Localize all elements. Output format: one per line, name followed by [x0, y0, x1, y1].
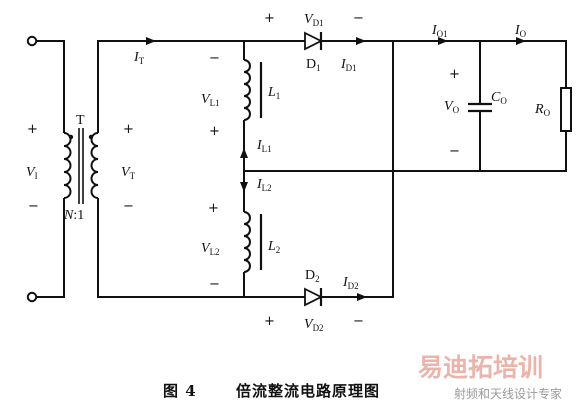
- secondary-wire-bottom: [97, 198, 244, 298]
- primary-wire-top: [36, 40, 65, 133]
- secondary-coil: [90, 132, 99, 199]
- vl2-minus-sign: −: [209, 277, 220, 292]
- input-terminal-bottom: [26, 291, 38, 303]
- d2-label: D2: [305, 268, 320, 284]
- id1-label: ID1: [340, 57, 357, 73]
- id1-current-arrow: [356, 37, 366, 45]
- watermark-brand: 易迪拓培训: [418, 353, 543, 382]
- id2-label: ID2: [342, 275, 359, 291]
- vi-plus-sign: +: [27, 122, 38, 137]
- vl2-plus-sign: +: [208, 201, 219, 216]
- turns-ratio-label: N:1: [63, 208, 84, 223]
- d1-label: D1: [306, 57, 321, 73]
- vt-plus-sign: +: [123, 122, 134, 137]
- l2-label: L2: [267, 239, 280, 255]
- ro-label: RO: [534, 102, 551, 118]
- io1-current-arrow: [438, 37, 448, 45]
- primary-coil: [63, 132, 72, 199]
- vo-plus-sign: +: [449, 67, 460, 82]
- output-wire-return: [480, 131, 567, 172]
- il2-current-arrow: [240, 182, 248, 192]
- vl1-label: VL1: [201, 92, 220, 108]
- il1-current-arrow: [240, 148, 248, 158]
- vo-minus-sign: −: [449, 144, 460, 159]
- vi-minus-sign: −: [28, 199, 39, 214]
- il1-label: IL1: [256, 138, 272, 154]
- vd2-minus-sign: −: [353, 314, 364, 329]
- primary-polarity-dot: [68, 134, 74, 140]
- inductor-l2-coil: [243, 211, 251, 273]
- diode-d2-body: [304, 287, 324, 307]
- vd1-plus-sign: +: [264, 11, 275, 26]
- l1-label: L1: [267, 85, 280, 101]
- secondary-polarity-dot: [88, 134, 94, 140]
- vt-minus-sign: −: [123, 199, 134, 214]
- vt-label: VT: [121, 165, 136, 181]
- figure-title: 倍流整流电路原理图: [236, 382, 380, 400]
- il2-label: IL2: [256, 177, 272, 193]
- input-terminal-top: [26, 35, 38, 47]
- vd1-minus-sign: −: [353, 11, 364, 26]
- vd1-label: VD1: [304, 12, 324, 28]
- figure-number: 图 4: [163, 382, 197, 400]
- id2-current-arrow: [357, 293, 367, 301]
- inductor-l1-coil: [243, 59, 251, 121]
- output-wire-d2: [321, 41, 394, 298]
- secondary-wire-top: [97, 40, 244, 133]
- vl1-minus-sign: −: [209, 51, 220, 66]
- resistor-ro-body: [560, 87, 572, 132]
- vd2-plus-sign: +: [264, 314, 275, 329]
- vo-label: VO: [444, 99, 460, 115]
- it-label: IT: [133, 50, 145, 66]
- it-current-arrow: [146, 37, 156, 45]
- primary-wire-bottom: [36, 198, 65, 298]
- io-label: IO: [514, 23, 527, 39]
- vl1-plus-sign: +: [209, 124, 220, 139]
- vl2-label: VL2: [201, 241, 220, 257]
- vd2-label: VD2: [304, 317, 324, 333]
- io1-label: IO1: [431, 23, 448, 39]
- io-current-arrow: [516, 37, 526, 45]
- output-wire-top: [321, 40, 567, 88]
- co-label: CO: [491, 90, 507, 106]
- watermark-tagline: 射频和天线设计专家: [454, 386, 562, 401]
- vi-label: VI: [26, 165, 38, 181]
- diode-d1-body: [304, 31, 324, 51]
- transformer-label: T: [76, 113, 85, 128]
